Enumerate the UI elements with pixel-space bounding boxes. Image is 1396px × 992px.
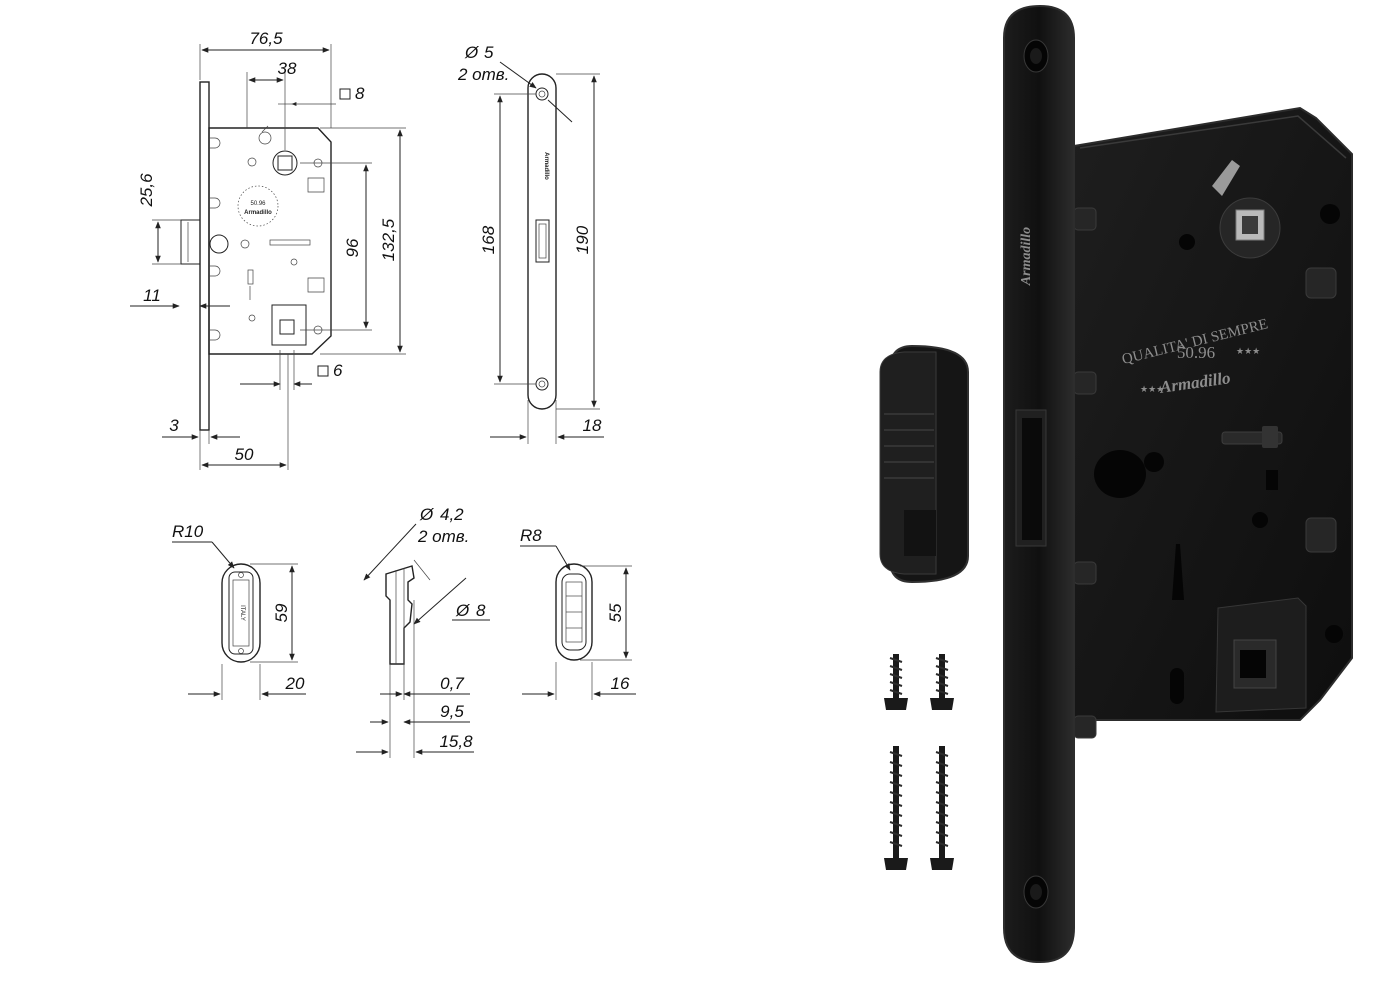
dim-strike-radius: R10 [172, 522, 204, 541]
front-emblem-brand: Armadillo [244, 210, 272, 216]
dim-spacing: 96 [343, 238, 362, 257]
photo-screws [884, 654, 954, 870]
dim-plate-thickness: 3 [169, 416, 179, 435]
dim-square-bottom: 6 [333, 361, 343, 380]
photo-tabs [1073, 207, 1337, 739]
front-bottom-square-box [271, 304, 307, 346]
dim-box-height: 55 [606, 603, 625, 622]
dim-faceplate-hole-diameter-symbol: Ø [464, 43, 480, 62]
photo-emblem-star-left: ★★★ [1140, 384, 1164, 394]
faceplate-outline [527, 73, 557, 410]
front-tabs [209, 137, 221, 341]
strike-front-drawing: ITALY R10 59 20 [172, 522, 306, 700]
dim-latch-height: 25,6 [137, 173, 156, 208]
dim-box-width: 16 [611, 674, 630, 693]
photo-strike [879, 344, 969, 584]
dim-backset: 50 [235, 445, 254, 464]
dim-body-height: 132,5 [379, 218, 398, 261]
photo-emblem-star-right: ★★★ [1236, 346, 1260, 356]
strike-side-drawing: Ø 4,2 2 отв. Ø 8 0,7 9,5 15,8 [356, 505, 490, 758]
dim-faceplate-hole-diameter: 5 [484, 43, 494, 62]
front-body-outline [208, 127, 332, 355]
dim-width-total: 76,5 [249, 29, 283, 48]
product-photo: QUALITA' DI SEMPRE 50.96 Armadillo ★★★ ★… [879, 4, 1353, 964]
strike-label: ITALY [239, 605, 245, 621]
dim-width-backset: 38 [278, 59, 297, 78]
strike-box-drawing: R8 55 16 [520, 526, 636, 700]
photo-emblem-model: 50.96 [1177, 343, 1215, 362]
faceplate-drawing-brand: Armadillo [543, 152, 549, 180]
dim-latch-offset: 11 [143, 286, 161, 305]
dim-strike-height: 59 [272, 603, 291, 622]
front-view-drawing: 50.96 Armadillo 76,5 38 8 25,6 [130, 29, 406, 470]
dim-faceplate-hole-spacing: 168 [479, 225, 498, 254]
dim-side-c: 15,8 [439, 732, 473, 751]
dim-square-top: 8 [355, 84, 365, 103]
dim-strike-width: 20 [285, 674, 305, 693]
faceplate-view-drawing: Armadillo Ø 5 2 отв. 168 190 18 [457, 43, 604, 444]
photo-faceplate-brand: Armadillo [1019, 227, 1034, 286]
dim-side-b: 9,5 [440, 702, 464, 721]
front-faceplate [199, 81, 210, 431]
dim-side-hole-diameter: 4,2 [440, 505, 464, 524]
dim-side-hole-diameter-symbol: Ø [419, 505, 435, 524]
dim-side-hole-count: 2 отв. [417, 527, 469, 546]
dim-side-countersink: 8 [476, 601, 486, 620]
dim-side-a: 0,7 [440, 674, 464, 693]
front-top-spindle [272, 150, 298, 176]
front-emblem-model: 50.96 [250, 201, 266, 207]
dim-faceplate-width: 18 [583, 416, 602, 435]
dim-faceplate-hole-count: 2 отв. [457, 65, 509, 84]
front-latch [180, 219, 201, 265]
dim-box-radius: R8 [520, 526, 542, 545]
dim-faceplate-height: 190 [573, 225, 592, 254]
photo-lock-body [1073, 106, 1353, 721]
dim-side-countersink-symbol: Ø [455, 601, 471, 620]
